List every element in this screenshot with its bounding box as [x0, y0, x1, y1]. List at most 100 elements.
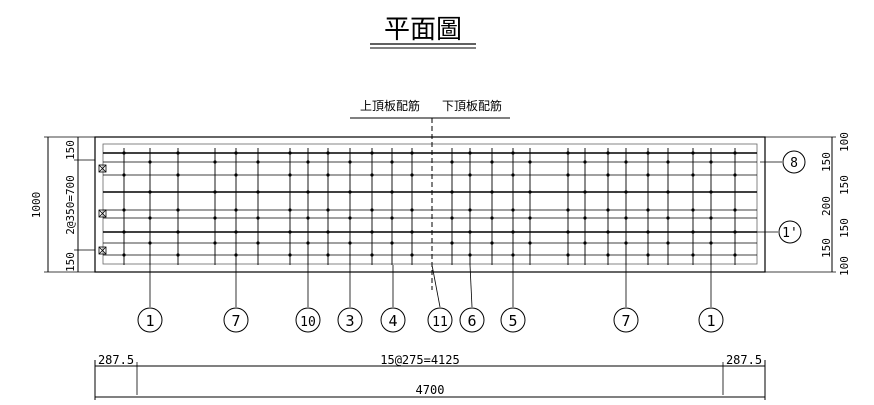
rebar-dot — [666, 216, 670, 220]
rebar-dot — [176, 253, 180, 257]
rebar-dot — [666, 241, 670, 245]
rebar-dot — [606, 230, 610, 234]
rebar-dot — [288, 208, 292, 212]
rebar-dot — [733, 253, 737, 257]
rebar-dot — [624, 160, 628, 164]
top-rebar-label: 上頂板配筋 — [360, 98, 420, 113]
rebar-dot — [326, 230, 330, 234]
rebar-dot — [370, 173, 374, 177]
rebar-dot — [390, 190, 394, 194]
rebar-dot — [691, 208, 695, 212]
rebar-dot — [176, 151, 180, 155]
right-marker-8: 8 — [760, 150, 806, 174]
marker-label: 6 — [467, 312, 476, 330]
rebar-dot — [306, 160, 310, 164]
rebar-dot — [288, 151, 292, 155]
rebar-dot — [583, 160, 587, 164]
marker-circle — [500, 307, 526, 333]
rebar-dot — [288, 253, 292, 257]
rebar-dot — [583, 190, 587, 194]
rebar-dot — [370, 253, 374, 257]
rebar-dot — [511, 151, 515, 155]
rebar-dot — [148, 216, 152, 220]
rebar-dot — [691, 151, 695, 155]
rebar-dot — [256, 160, 260, 164]
rebar-dot — [606, 151, 610, 155]
rebar-dot — [288, 173, 292, 177]
rebar-dot — [528, 241, 532, 245]
right-dim-5: 150 — [820, 238, 833, 258]
right-dimension: 100 150 150 200 150 150 100 — [765, 132, 851, 276]
rebar-dot — [666, 190, 670, 194]
rebar-dot — [176, 173, 180, 177]
rebar-dot — [511, 230, 515, 234]
rebar-dot — [490, 190, 494, 194]
rebar-dot — [709, 241, 713, 245]
rebar-dot — [583, 241, 587, 245]
marker-circle — [427, 307, 453, 333]
right-dim-0: 100 — [838, 132, 851, 152]
rebar-dot — [390, 241, 394, 245]
rebar-dot — [348, 216, 352, 220]
rebar-dot — [606, 253, 610, 257]
rebar-dot — [122, 230, 126, 234]
rebar-dot — [234, 173, 238, 177]
rebar-dot — [606, 208, 610, 212]
rebar-dot — [370, 208, 374, 212]
marker-label: 10 — [300, 315, 316, 330]
marker-label: 5 — [508, 312, 517, 330]
rebar-dot — [326, 253, 330, 257]
rebar-dot — [666, 160, 670, 164]
marker-label: 11 — [432, 315, 448, 330]
marker-leader — [469, 264, 473, 308]
rebar-dot — [213, 190, 217, 194]
marker-label: 7 — [621, 312, 630, 330]
rebar-dot — [176, 208, 180, 212]
rebar-dot — [213, 241, 217, 245]
rebar-dot — [624, 190, 628, 194]
rebar-dot — [511, 253, 515, 257]
slab-inner-outline — [102, 143, 758, 265]
rebar-dot — [709, 160, 713, 164]
rebar-dot — [450, 216, 454, 220]
rebar-dot — [566, 253, 570, 257]
drawing-title: 平面圖 — [384, 15, 462, 45]
rebar-dot — [410, 230, 414, 234]
marker-circle — [459, 307, 485, 333]
bottom-dimension: 287.5 15@275=4125 287.5 4700 — [94, 353, 766, 400]
rebar-dot — [566, 230, 570, 234]
rebar-dot — [468, 253, 472, 257]
rebar-dot — [410, 151, 414, 155]
rebar-dot — [234, 253, 238, 257]
rebar-dot — [646, 230, 650, 234]
rebar-dot — [213, 160, 217, 164]
rebar-dot — [410, 253, 414, 257]
rebar-dot — [450, 160, 454, 164]
rebar-dot — [528, 216, 532, 220]
rebar-dot — [528, 160, 532, 164]
rebar-dot — [326, 173, 330, 177]
left-dim-mid: 2@350=700 — [64, 175, 77, 235]
rebar-dot — [306, 190, 310, 194]
rebar-dot — [288, 230, 292, 234]
rebar-dot — [176, 230, 180, 234]
bottom-dim-right: 287.5 — [726, 353, 762, 367]
bottom-dim-left: 287.5 — [98, 353, 134, 367]
marker-circle — [137, 307, 163, 333]
rebar-dot — [733, 208, 737, 212]
rebar-dot — [326, 208, 330, 212]
rebar-dot — [528, 190, 532, 194]
rebar-dot — [390, 216, 394, 220]
rebar-dot — [468, 173, 472, 177]
rebar-dot — [511, 208, 515, 212]
bottom-dim-total: 4700 — [416, 383, 445, 397]
right-dim-4: 150 — [838, 218, 851, 238]
rebar-dot — [348, 190, 352, 194]
rebar-dot — [566, 151, 570, 155]
marker-label: 4 — [388, 312, 397, 330]
rebar-dot — [468, 151, 472, 155]
rebar-dot — [468, 230, 472, 234]
right-dim-1: 150 — [820, 152, 833, 172]
marker-circle — [223, 307, 249, 333]
